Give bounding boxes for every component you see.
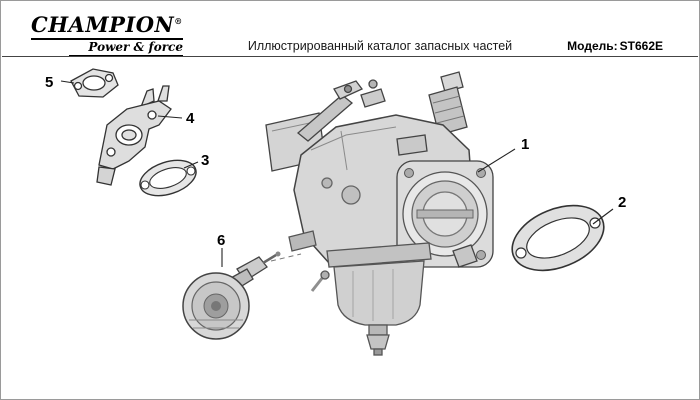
part-6-primer: [182, 251, 302, 340]
model-value: ST662E: [619, 39, 663, 53]
callout-6: 6: [217, 232, 225, 249]
callout-3: 3: [201, 152, 209, 169]
parts-diagram: 1 2 3 4 5 6: [45, 68, 626, 356]
part-2-gasket: [511, 204, 605, 272]
callout-5: 5: [45, 74, 53, 91]
champion-logo: CHAMPION® Power & force: [31, 9, 183, 57]
logo-wordmark: CHAMPION®: [31, 9, 183, 40]
model-label: Модель:ST662E: [565, 39, 663, 53]
model-caption: Модель:: [567, 39, 618, 53]
callout-1: 1: [521, 136, 529, 153]
page-title: Иллюстрированный каталог запасных частей: [247, 39, 513, 53]
part-1-carburetor: [265, 71, 494, 356]
part-5-gasket: [70, 68, 119, 98]
part-3-gasket: [139, 159, 197, 197]
header-divider: [2, 56, 698, 57]
registered-mark: ®: [174, 16, 183, 26]
logo-text: CHAMPION: [31, 12, 175, 37]
leader-lines: [60, 80, 614, 267]
callout-4: 4: [186, 110, 195, 127]
callout-2: 2: [618, 194, 626, 211]
part-4-bracket: [96, 85, 172, 186]
